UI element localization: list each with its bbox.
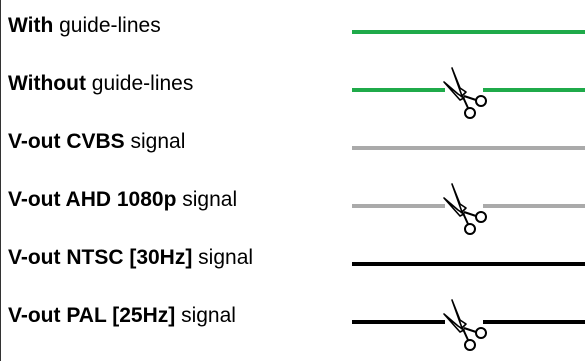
row-label-bold: V-out AHD 1080p [8,188,177,211]
legend-row-without-guidelines: Without guide-lines [0,62,585,119]
row-label-rest: signal [124,130,186,153]
row-label-bold: Without [8,72,86,95]
scissors-icon [443,67,487,119]
wire-line [352,262,585,266]
wire-line-cut [352,299,585,351]
row-label: V-out NTSC [30Hz] signal [8,246,253,270]
row-label: V-out PAL [25Hz] signal [8,304,236,328]
legend-row-ntsc: V-out NTSC [30Hz] signal [0,236,585,288]
row-label-rest: signal [176,188,238,211]
wire-line-cut [352,183,585,235]
row-label-bold: V-out NTSC [30Hz] [8,246,193,269]
scissors-icon [443,299,487,351]
row-label-rest: guide-lines [53,14,161,37]
legend-row-ahd-1080p: V-out AHD 1080p signal [0,178,585,235]
row-label: V-out CVBS signal [8,130,185,154]
row-label-rest: signal [175,304,236,327]
wire-line [352,146,585,150]
row-label: V-out AHD 1080p signal [8,188,237,212]
legend-row-with-guidelines: With guide-lines [0,4,585,56]
row-label-rest: guide-lines [85,72,194,95]
row-label-bold: V-out CVBS [8,130,125,153]
wire-line [352,30,585,34]
legend-row-cvbs: V-out CVBS signal [0,120,585,172]
row-label-bold: V-out PAL [25Hz] [8,304,176,327]
row-label: Without guide-lines [8,72,193,96]
row-label: With guide-lines [8,14,161,38]
scissors-icon [443,183,487,235]
row-label-bold: With [8,14,54,37]
row-label-rest: signal [192,246,254,269]
wire-line-cut [352,67,585,119]
legend-row-pal: V-out PAL [25Hz] signal [0,294,585,351]
